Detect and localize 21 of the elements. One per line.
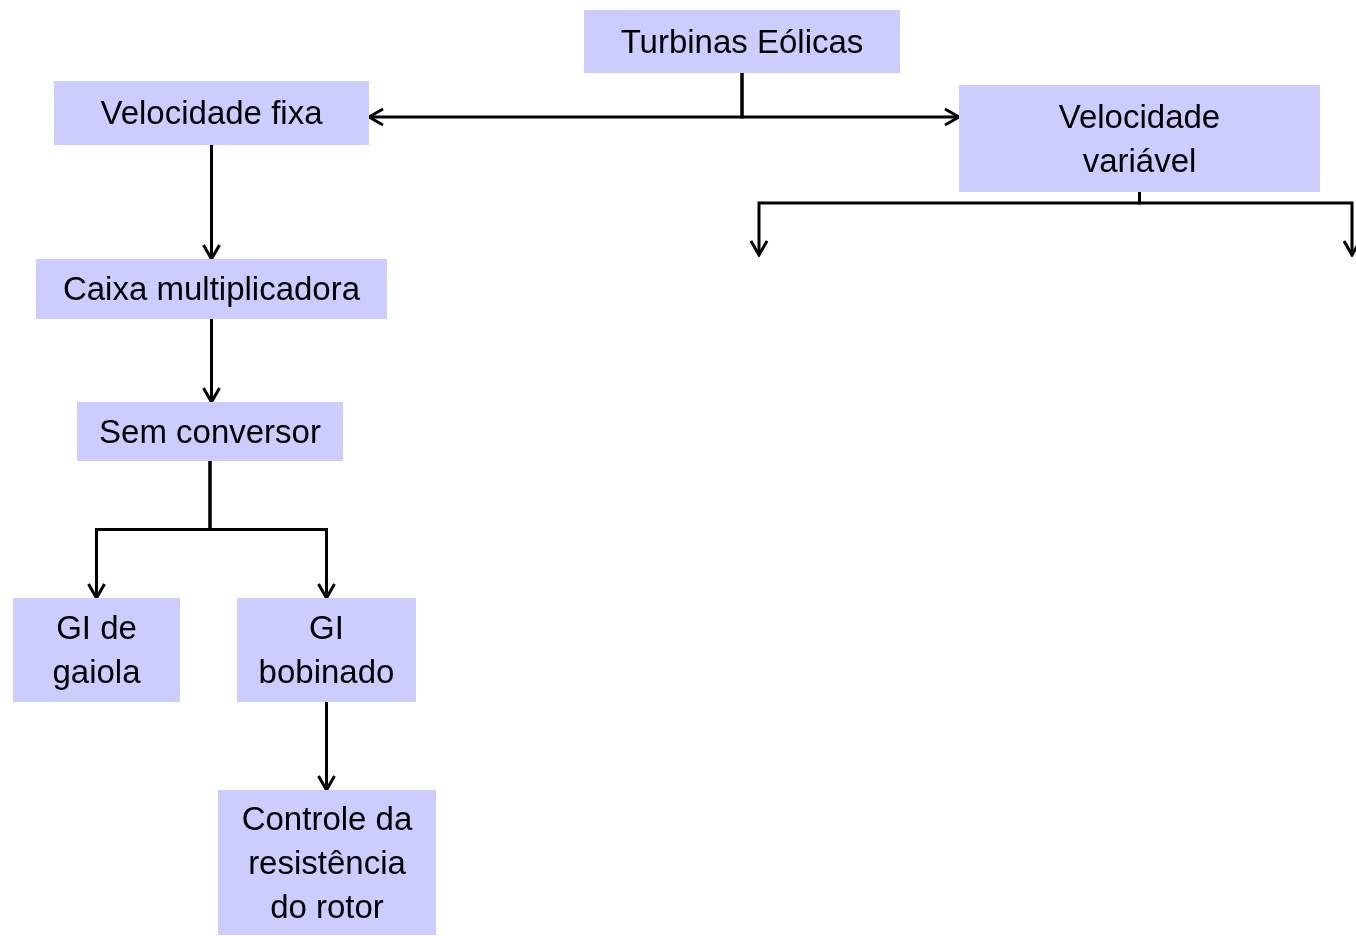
node-label: Caixa multiplicadora <box>62 269 361 309</box>
node-label: Sem conversor <box>99 411 321 452</box>
node-label: Turbinas Eólicas <box>620 21 864 62</box>
arrow <box>740 73 961 127</box>
process-box <box>54 81 369 145</box>
process-box <box>13 598 180 702</box>
process-box <box>237 598 416 702</box>
arrow <box>202 145 221 261</box>
process-box <box>77 402 343 461</box>
node-label: Controle da resistência do rotor <box>240 798 414 927</box>
node-label: Velocidade fixa <box>100 93 323 133</box>
arrow <box>317 702 336 792</box>
node-label: GI bobinado <box>257 608 396 692</box>
process-box <box>959 85 1320 192</box>
process-box <box>584 10 900 73</box>
node-label: Velocidade variável <box>1057 96 1222 181</box>
node-label: GI de gaiola <box>51 608 142 692</box>
process-box <box>36 259 387 319</box>
arrow <box>202 319 221 404</box>
arrow <box>208 461 336 600</box>
process-box <box>218 790 436 935</box>
